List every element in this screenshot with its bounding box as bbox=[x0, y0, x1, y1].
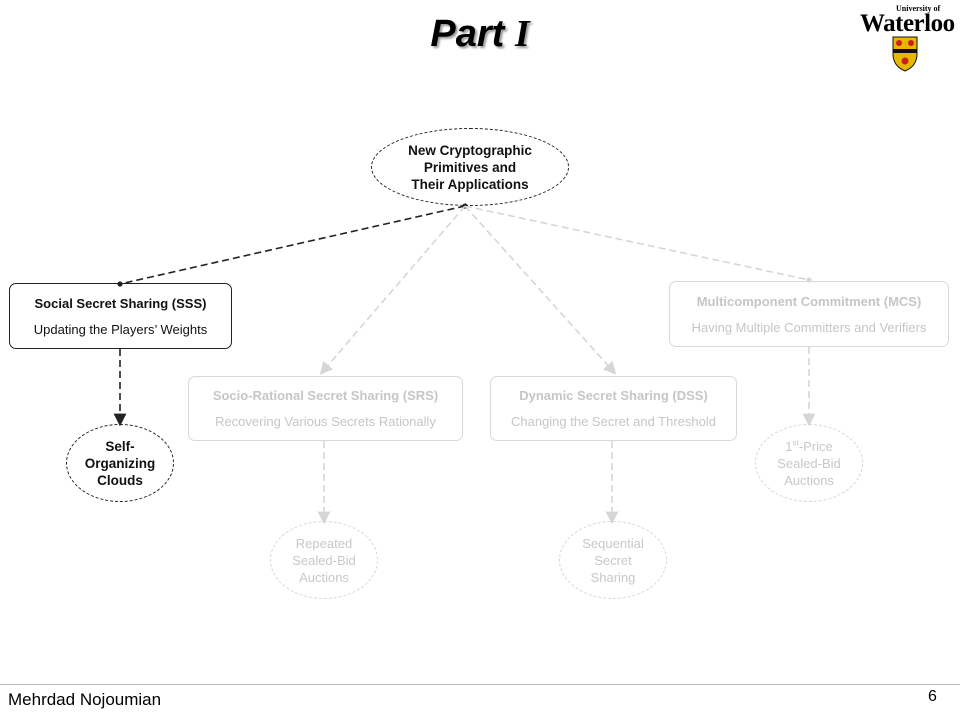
mcs-box: Multicomponent Commitment (MCS) Having M… bbox=[669, 281, 949, 347]
leaf-sequential-secret-sharing: Sequential Secret Sharing bbox=[559, 521, 667, 599]
clouds-line-2: Organizing bbox=[84, 455, 156, 471]
connector-root-to-mcs bbox=[464, 205, 812, 283]
srs-heading: Socio-Rational Secret Sharing (SRS) bbox=[212, 388, 439, 403]
repeated-line-1: Repeated bbox=[295, 535, 353, 551]
first-price-suffix: -Price bbox=[798, 438, 833, 454]
logo-wordmark: Waterloo bbox=[860, 10, 955, 37]
first-price-line-3: Auctions bbox=[784, 472, 834, 488]
leaf-self-organizing-clouds: Self- Organizing Clouds bbox=[66, 424, 174, 502]
root-line-3: Their Applications bbox=[411, 176, 529, 192]
srs-subtitle: Recovering Various Secrets Rationally bbox=[215, 414, 436, 429]
first-price-superscript: st bbox=[792, 438, 799, 448]
sss-box: Social Secret Sharing (SSS) Updating the… bbox=[9, 283, 232, 349]
sss-heading: Social Secret Sharing (SSS) bbox=[34, 295, 207, 311]
first-price-line-1: 1st-Price bbox=[785, 438, 832, 455]
shield-icon bbox=[892, 36, 918, 72]
sequential-line-1: Sequential bbox=[582, 535, 644, 551]
dss-subtitle: Changing the Secret and Threshold bbox=[510, 414, 716, 429]
sss-subtitle: Updating the Players’ Weights bbox=[33, 321, 208, 337]
first-price-line-2: Sealed-Bid bbox=[777, 455, 841, 471]
root-line-1: New Cryptographic bbox=[408, 142, 532, 158]
university-logo: University of Waterloo bbox=[858, 4, 958, 74]
sequential-line-3: Sharing bbox=[590, 569, 636, 585]
connector-root-to-sss bbox=[117, 203, 468, 287]
connector-root-to-dss bbox=[464, 205, 617, 375]
sequential-line-2: Secret bbox=[594, 552, 632, 568]
footer-divider bbox=[0, 684, 960, 685]
clouds-line-3: Clouds bbox=[97, 472, 143, 488]
root-node: New Cryptographic Primitives and Their A… bbox=[371, 128, 569, 206]
first-price-prefix: 1 bbox=[785, 438, 793, 454]
slide-title: Part I bbox=[0, 12, 960, 56]
slide-title-text: Part bbox=[430, 13, 515, 55]
dss-heading: Dynamic Secret Sharing (DSS) bbox=[519, 388, 708, 403]
slide-title-roman: I bbox=[514, 13, 530, 55]
logo-small-text: University of bbox=[896, 4, 941, 13]
leaf-first-price-sealed-bid-auctions: 1st-Price Sealed-Bid Auctions bbox=[755, 424, 863, 502]
clouds-line-1: Self- bbox=[105, 438, 135, 454]
page-number: 6 bbox=[928, 688, 937, 705]
srs-box: Socio-Rational Secret Sharing (SRS) Reco… bbox=[188, 376, 463, 441]
dss-box: Dynamic Secret Sharing (DSS) Changing th… bbox=[490, 376, 737, 441]
author-name: Mehrdad Nojoumian bbox=[8, 690, 162, 709]
root-line-2: Primitives and bbox=[423, 159, 517, 175]
connector-root-to-srs bbox=[319, 205, 466, 375]
mcs-subtitle: Having Multiple Committers and Verifiers bbox=[691, 319, 927, 335]
mcs-heading: Multicomponent Commitment (MCS) bbox=[696, 293, 922, 309]
leaf-repeated-sealed-bid-auctions: Repeated Sealed-Bid Auctions bbox=[270, 521, 378, 599]
repeated-line-3: Auctions bbox=[299, 569, 349, 585]
repeated-line-2: Sealed-Bid bbox=[292, 552, 356, 568]
